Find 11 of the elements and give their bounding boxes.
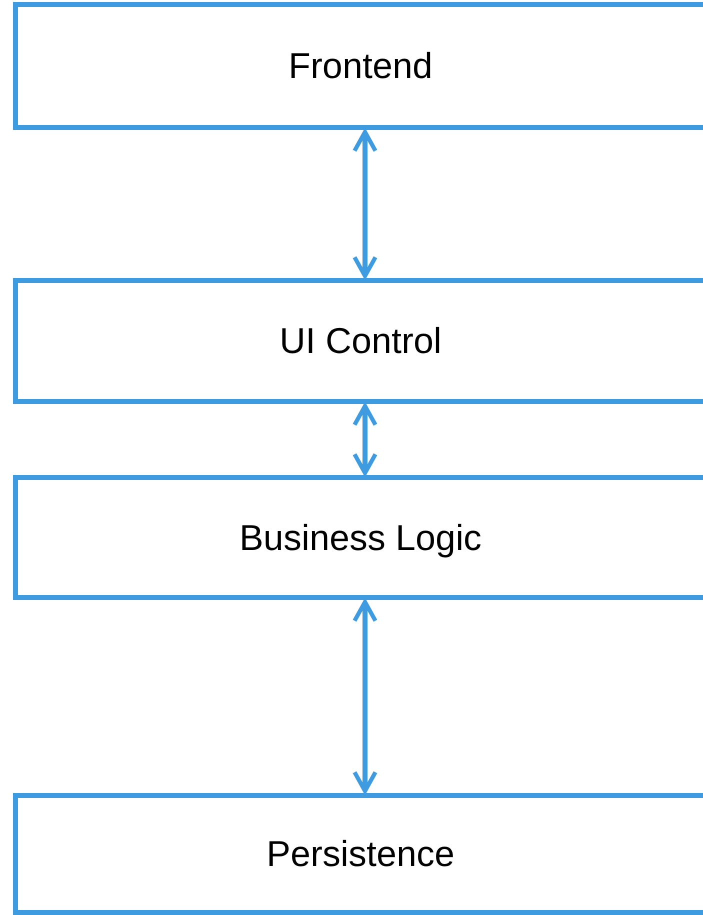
layer-label: Frontend (288, 45, 433, 87)
layer-box (13, 278, 703, 404)
double-arrow (352, 600, 378, 794)
layer-box (13, 793, 703, 915)
double-arrow (352, 404, 378, 476)
layer-label: UI Control (279, 320, 442, 362)
layer-label: Business Logic (239, 516, 482, 558)
layer-box (13, 2, 703, 130)
layer-label: Persistence (266, 833, 455, 875)
layer-box (13, 475, 703, 600)
double-arrow (352, 130, 378, 278)
